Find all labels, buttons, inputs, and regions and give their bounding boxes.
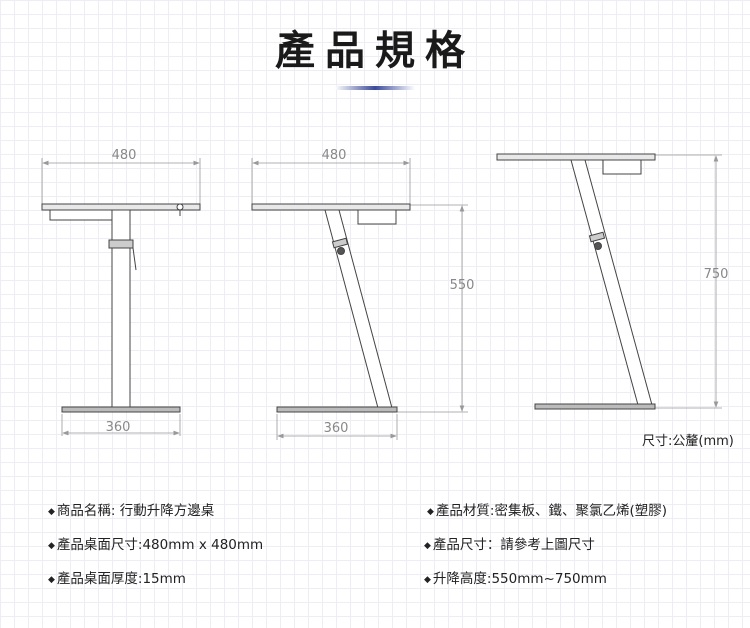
page-title: 產品規格 <box>275 28 475 74</box>
unit-label: 尺寸:公釐(mm) <box>642 434 734 449</box>
spec-item: ◆產品尺寸：請參考上圖尺寸 <box>424 537 595 553</box>
dim-height-max: 750 <box>704 267 729 282</box>
dim-width-side: 480 <box>322 148 347 163</box>
dim-base-side: 360 <box>324 421 349 436</box>
spec-item: ◆產品材質:密集板、鐵、聚氯乙烯(塑膠) <box>427 503 668 519</box>
title-underline <box>335 86 415 90</box>
dim-height-min: 550 <box>450 278 475 293</box>
dim-width-front: 480 <box>112 148 137 163</box>
dim-base-front: 360 <box>106 420 131 435</box>
spec-item: ◆升降高度:550mm~750mm <box>424 571 607 587</box>
spec-item: ◆產品桌面厚度:15mm <box>48 571 186 587</box>
table-side-view-low <box>251 203 411 413</box>
table-front-view <box>41 203 201 413</box>
spec-item: ◆產品桌面尺寸:480mm x 480mm <box>48 537 264 553</box>
table-side-view-high <box>496 153 656 410</box>
spec-drawing: 480 480 360 360 550 750 <box>41 148 729 440</box>
spec-item: ◆商品名稱: 行動升降方邊桌 <box>48 503 215 519</box>
